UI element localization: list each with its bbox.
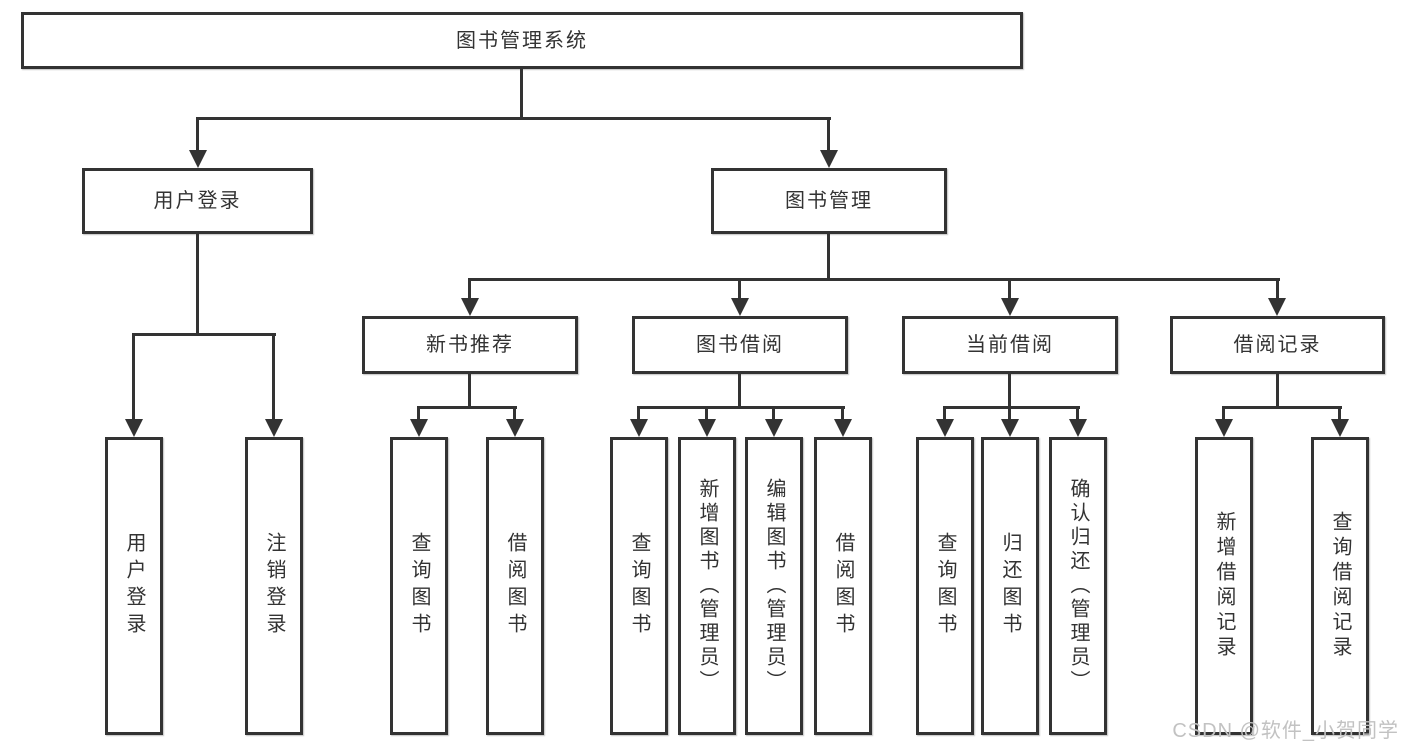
node-new-book-recommend: 新书推荐 [362,316,578,374]
arrow-down-icon [1001,419,1019,437]
connector-s1-drop-3 [772,406,775,421]
connector-s1-stem [738,374,741,408]
connector-s2-stem [1008,373,1011,408]
connector-bm-drop-4 [1276,278,1279,300]
leaf-query-borrow-record: 查询借阅记录 [1311,437,1369,735]
watermark-text: CSDN @软件_小贺同学 [1172,720,1399,742]
connector-s0-stem [468,374,471,408]
connector-user-drop-left [132,333,135,421]
connector-s1-drop-1 [637,406,640,421]
arrow-down-icon [1268,298,1286,316]
leaf-confirm-return-admin: 确认归还（管理员） [1049,437,1107,735]
connector-s2-hline [943,406,1080,409]
leaf-user-login: 用户登录 [105,437,163,735]
arrow-down-icon [461,298,479,316]
arrow-down-icon [410,419,428,437]
arrow-down-icon [1069,419,1087,437]
arrow-down-icon [765,419,783,437]
connector-s3-drop-1 [1222,406,1225,421]
arrow-down-icon [936,419,954,437]
arrow-down-icon [506,419,524,437]
connector-bm-drop-1 [468,278,471,300]
connector-s0-drop-2 [513,406,516,421]
connector-s2-drop-2 [1008,406,1011,421]
arrow-down-icon [1331,419,1349,437]
arrow-down-icon [698,419,716,437]
connector-s2-drop-3 [1076,406,1079,421]
connector-s0-drop-1 [417,406,420,421]
connector-bm-stem [827,234,830,281]
connector-root-stem [520,69,523,120]
leaf-borrow-book-2: 借阅图书 [814,437,872,735]
connector-s2-drop-1 [943,406,946,421]
node-current-borrow: 当前借阅 [902,316,1118,374]
leaf-query-book-2: 查询图书 [610,437,668,735]
leaf-add-book-admin: 新增图书（管理员） [678,437,736,735]
arrow-down-icon [630,419,648,437]
arrow-down-icon [265,419,283,437]
node-root: 图书管理系统 [21,12,1023,69]
arrow-down-icon [731,298,749,316]
node-book-borrow: 图书借阅 [632,316,848,374]
node-borrow-record: 借阅记录 [1170,316,1385,374]
arrow-down-icon [820,150,838,168]
leaf-edit-book-admin: 编辑图书（管理员） [745,437,803,735]
connector-user-hline [132,333,276,336]
connector-user-drop-right [272,333,275,421]
connector-bm-drop-3 [1008,278,1011,300]
node-user-login: 用户登录 [82,168,313,234]
connector-s1-drop-4 [841,406,844,421]
connector-s3-stem [1276,373,1279,408]
connector-user-stem [196,233,199,335]
connector-bm-hline [468,278,1280,281]
arrow-down-icon [189,150,207,168]
connector-l1-drop-right [827,117,830,152]
arrow-down-icon [1215,419,1233,437]
connector-l1-drop-left [196,117,199,152]
connector-s0-hline [417,406,517,409]
connector-s1-hline [637,406,845,409]
arrow-down-icon [125,419,143,437]
connector-s3-hline [1222,406,1342,409]
leaf-add-borrow-record: 新增借阅记录 [1195,437,1253,735]
node-book-management: 图书管理 [711,168,947,234]
connector-s1-drop-2 [705,406,708,421]
arrow-down-icon [834,419,852,437]
connector-l1-hline [196,117,831,120]
connector-bm-drop-2 [738,278,741,300]
leaf-logout: 注销登录 [245,437,303,735]
leaf-return-book: 归还图书 [981,437,1039,735]
connector-s3-drop-2 [1338,406,1341,421]
leaf-query-book-3: 查询图书 [916,437,974,735]
arrow-down-icon [1001,298,1019,316]
leaf-query-book-1: 查询图书 [390,437,448,735]
leaf-borrow-book-1: 借阅图书 [486,437,544,735]
